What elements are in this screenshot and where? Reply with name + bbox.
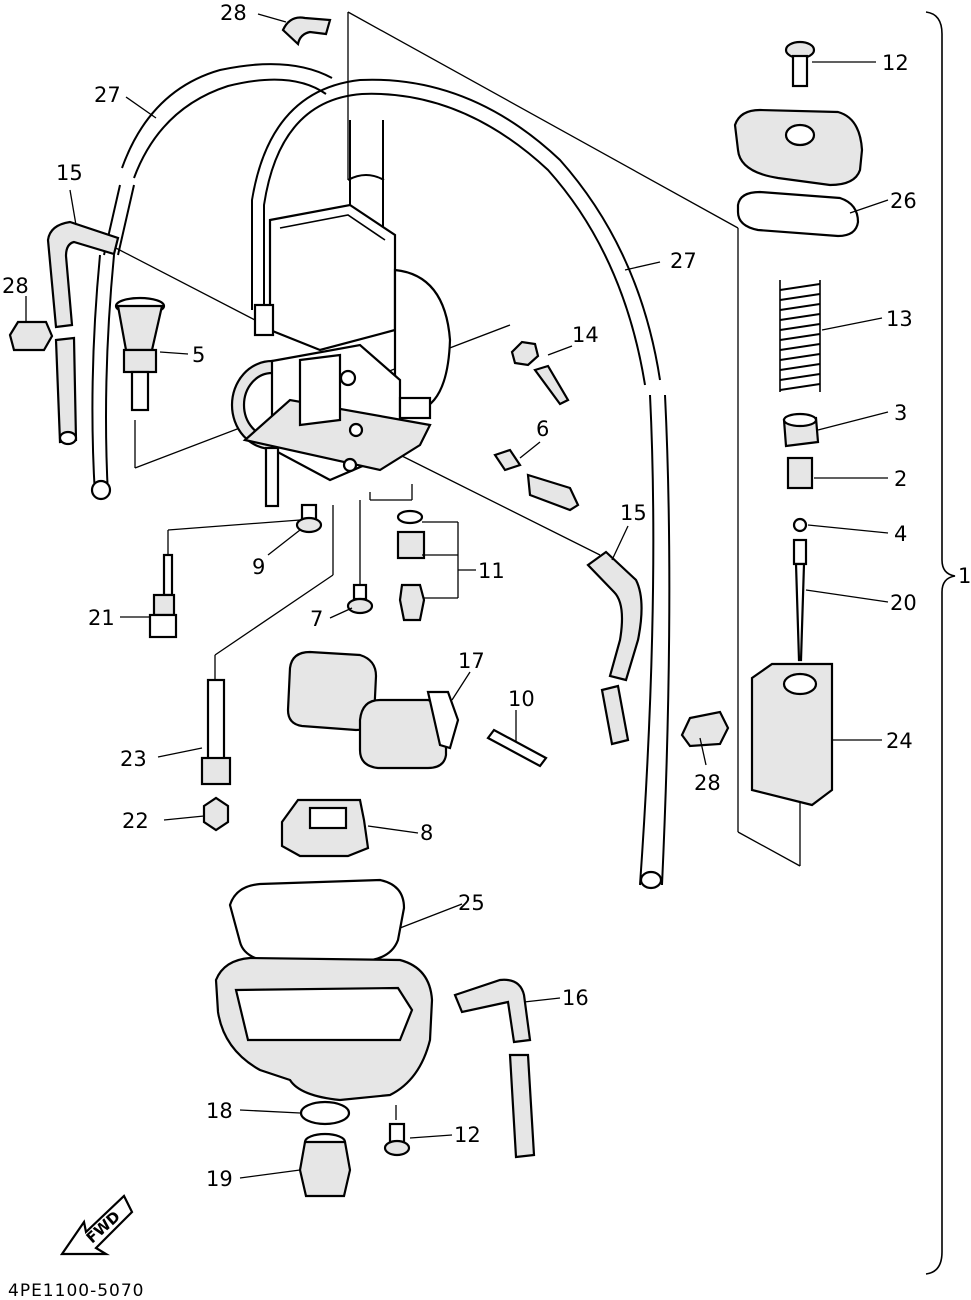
top-cap-assembly xyxy=(733,40,864,238)
label-6: 6 xyxy=(536,417,549,441)
label-3: 3 xyxy=(894,401,907,425)
throttle-spring-13 xyxy=(779,280,821,392)
label-22: 22 xyxy=(122,809,149,833)
label-11: 11 xyxy=(478,559,505,583)
label-14: 14 xyxy=(572,323,599,347)
throttle-valve-24 xyxy=(750,662,834,807)
screw-9 xyxy=(295,503,323,534)
float-17 xyxy=(286,650,460,770)
label-27-right: 27 xyxy=(670,249,697,273)
drain-plug-19 xyxy=(298,1132,352,1198)
label-28-right: 28 xyxy=(694,771,721,795)
pilot-jet-21 xyxy=(148,553,178,639)
label-8: 8 xyxy=(420,821,433,845)
float-bowl xyxy=(214,956,434,1102)
label-25: 25 xyxy=(458,891,485,915)
label-12-top: 12 xyxy=(882,51,909,75)
o-ring-18 xyxy=(299,1100,351,1126)
baffle-plate-8 xyxy=(280,798,370,858)
starter-plunger-5 xyxy=(114,296,166,412)
needle-jet-23 xyxy=(200,678,232,786)
float-pin-10 xyxy=(486,728,548,768)
label-1: 1 xyxy=(958,564,971,588)
main-jet-22 xyxy=(202,796,230,832)
label-4: 4 xyxy=(894,522,907,546)
label-20: 20 xyxy=(890,591,917,615)
hose-16 xyxy=(453,978,536,1159)
label-23: 23 xyxy=(120,747,147,771)
label-21: 21 xyxy=(88,606,115,630)
screw-7 xyxy=(346,583,374,615)
label-12-bottom: 12 xyxy=(454,1123,481,1147)
leader-lines xyxy=(25,13,889,1179)
screw-12-bottom xyxy=(383,1122,411,1157)
label-24: 24 xyxy=(886,729,913,753)
label-26: 26 xyxy=(890,189,917,213)
label-17: 17 xyxy=(458,649,485,673)
adjust-screw-14 xyxy=(510,340,570,406)
pilot-screw-6 xyxy=(493,448,580,512)
label-15-left: 15 xyxy=(56,161,83,185)
label-7: 7 xyxy=(310,607,323,631)
part-labels: 28 27 15 28 5 14 6 27 12 26 13 3 2 4 20 … xyxy=(2,1,971,1191)
label-19: 19 xyxy=(206,1167,233,1191)
label-28-left: 28 xyxy=(2,274,29,298)
vent-hose-27 xyxy=(90,63,671,890)
label-2: 2 xyxy=(894,467,907,491)
label-16: 16 xyxy=(562,986,589,1010)
hose-15-left xyxy=(46,220,120,446)
label-10: 10 xyxy=(508,687,535,711)
label-13: 13 xyxy=(886,307,913,331)
label-9: 9 xyxy=(252,555,265,579)
clip-28 xyxy=(8,16,730,748)
label-15-right: 15 xyxy=(620,501,647,525)
needle-holder-parts xyxy=(782,412,820,662)
hose-15-right xyxy=(586,550,643,746)
label-27-left: 27 xyxy=(94,83,121,107)
label-5: 5 xyxy=(192,343,205,367)
float-bowl-gasket-25 xyxy=(228,878,406,964)
label-18: 18 xyxy=(206,1099,233,1123)
needle-valve-11 xyxy=(396,509,426,622)
forward-direction-arrow: FWD xyxy=(59,1194,134,1256)
label-28-top: 28 xyxy=(220,1,247,25)
guide-lines xyxy=(109,11,801,867)
carburetor-body xyxy=(230,203,452,508)
drawing-code: 4PE1100-5070 xyxy=(8,1281,144,1300)
assembly-bracket xyxy=(925,11,956,1275)
